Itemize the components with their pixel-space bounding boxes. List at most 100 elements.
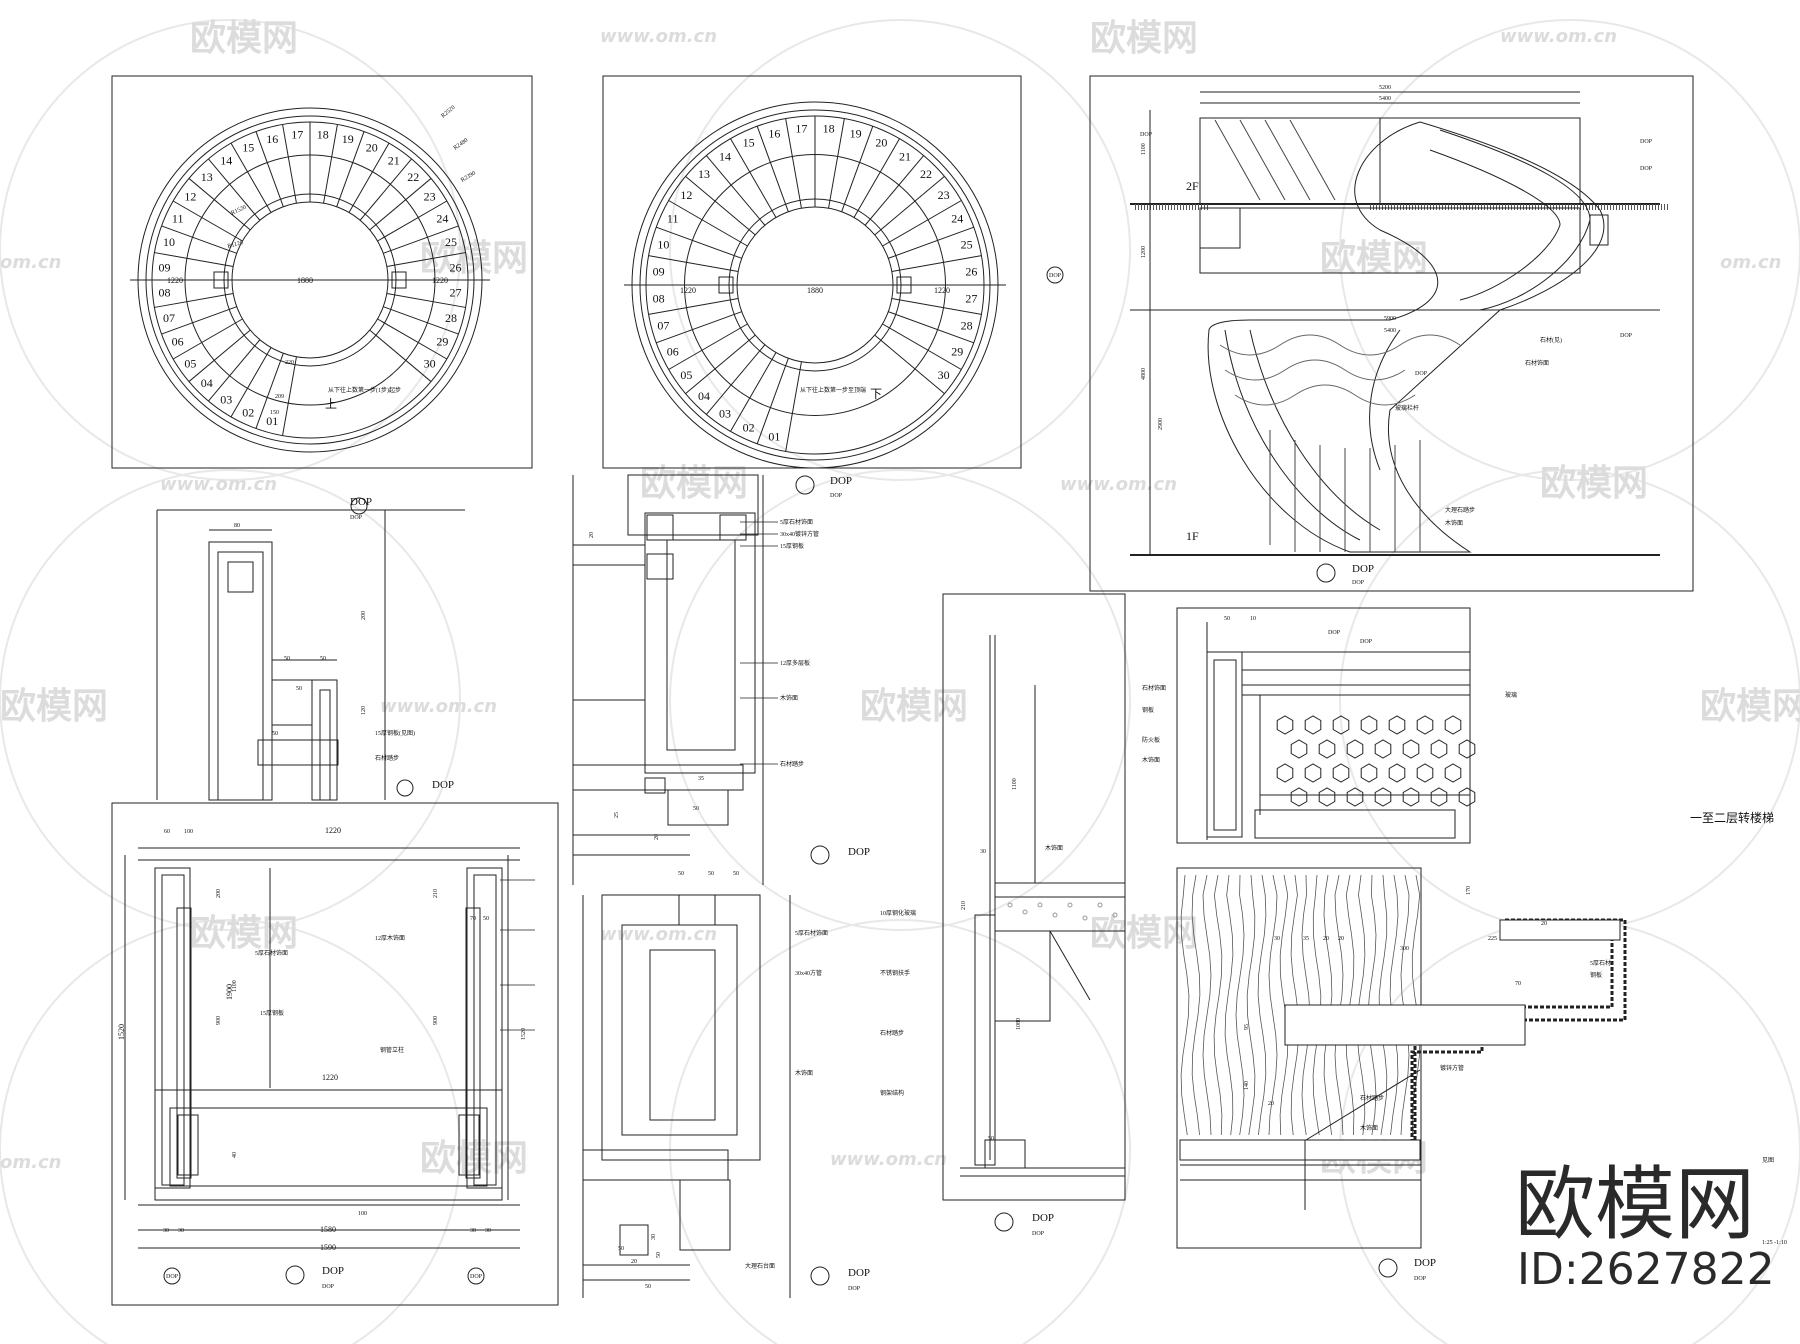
watermark-brand: 欧模网	[1090, 18, 1198, 59]
elevation-dim: 5400	[1384, 328, 1396, 334]
plan-right-dim-left: 1220	[680, 286, 696, 295]
detail-a-dim: 80	[234, 523, 240, 529]
step-number: 18	[317, 128, 329, 142]
step-number: 06	[667, 344, 679, 358]
elevation-height: 1200	[1141, 246, 1147, 258]
section-note: 5厚石材饰面	[255, 949, 288, 957]
section-right-tag: DOP	[470, 1274, 483, 1280]
step-number: 25	[961, 237, 973, 251]
section-dim: 30	[485, 1228, 491, 1234]
detail-b-title-bubble	[795, 475, 815, 495]
watermark-brand: 欧模网	[1090, 913, 1198, 954]
step-number: 09	[159, 260, 171, 274]
detail-a-dim: 50	[284, 656, 290, 662]
detail-a-title: DOP	[350, 496, 372, 508]
detail-c-dim: 50	[645, 1284, 651, 1290]
step-number: 01	[768, 430, 780, 444]
detail-e-note: 石材饰面	[1142, 684, 1166, 692]
plan-right-tag: DOP	[1049, 273, 1062, 279]
plan-left-dim-center: 1880	[297, 276, 313, 285]
detail-b-sub: DOP	[830, 493, 843, 499]
section-dim: 30	[163, 1228, 169, 1234]
detail-f-dim: 35	[1303, 936, 1309, 942]
detail-f-note: 钢板	[1590, 971, 1602, 979]
detail-b-title: DOP	[830, 475, 852, 487]
detail-f-note: 木饰面	[1360, 1124, 1378, 1132]
detail-f-dim: 70	[1515, 981, 1521, 987]
detail-f-dim: 300	[1400, 946, 1409, 952]
detail-f: 300 30 35 20 20 70 95 140 225 20 170 20 …	[1179, 874, 1787, 1282]
detail-f-dim: 20	[1268, 1101, 1274, 1107]
step-number: 14	[719, 149, 731, 163]
step-number: 14	[220, 153, 232, 167]
detail-d-dim: 30	[980, 849, 986, 855]
step-number: 02	[743, 420, 755, 434]
step-number: 20	[366, 141, 378, 155]
step-number: 29	[951, 344, 963, 358]
step-number: 26	[965, 264, 977, 278]
detail-c-note: 大理石台面	[745, 1262, 775, 1270]
step-number: 08	[653, 292, 665, 306]
step-number: 11	[172, 211, 184, 225]
section-left-tag: DOP	[166, 1274, 179, 1280]
step-number: 17	[291, 128, 303, 142]
plan-right-note: 从下往上数第一步至顶端	[800, 386, 866, 394]
section-dim: 30	[470, 1228, 476, 1234]
detail-c-dim: 50	[656, 1252, 662, 1258]
elevation-tag: DOP	[1415, 371, 1428, 377]
detail-e-note: 木饰面	[1142, 756, 1160, 764]
detail-d-dim: 210	[961, 901, 967, 910]
step-number: 15	[242, 141, 254, 155]
section-dim: 900	[216, 1016, 222, 1025]
detail-a-note: 15厚钢板(见图)	[375, 729, 415, 737]
detail-a-dim: 50	[296, 686, 302, 692]
detail-f-side-note: 见图	[1762, 1157, 1774, 1164]
watermark-brand: 欧模网	[1320, 238, 1428, 279]
detail-b: 20 25 50 50 20 35 50 50 5厚石材饰面 30x40镀锌方管…	[572, 474, 870, 885]
plan-left-small-dim: 220	[285, 360, 294, 366]
step-number: 21	[388, 153, 400, 167]
elevation-title-bubble	[1316, 563, 1336, 583]
watermark-url: www.om.cn	[1500, 26, 1617, 47]
elevation-height: 4800	[1141, 368, 1147, 380]
watermark-brand: 欧模网	[640, 463, 748, 504]
elevation-dim: 5400	[1379, 96, 1391, 102]
step-number: 10	[657, 237, 669, 251]
detail-e-title: DOP	[1328, 630, 1341, 636]
section-dim: 50	[483, 916, 489, 922]
detail-a-dim: 200	[361, 611, 367, 620]
stair-elevation: 5200 5400 5900 5400 2F 1F 1100 1200 4800…	[1130, 85, 1670, 586]
watermarks: 欧模网 www.om.cn 欧模网 www.om.cn om.cn 欧模网 欧模…	[0, 18, 1800, 1344]
section-dim: 40	[232, 1152, 238, 1158]
elevation-note: 石材饰面	[1525, 359, 1549, 367]
detail-f-dim: 20	[1338, 936, 1344, 942]
detail-d: 1100 30 210 1080 50 10厚钢化玻璃 不锈钢扶手 石材踏步 钢…	[880, 635, 1126, 1237]
detail-f-dim: 30	[1274, 936, 1280, 942]
detail-b-dim: 25	[614, 812, 620, 818]
plan-left-small-dim: 209	[275, 394, 284, 400]
elevation-title: DOP	[1352, 563, 1374, 575]
step-number: 05	[184, 357, 196, 371]
elevation-height: 2900	[1158, 418, 1164, 430]
plan-right-direction: 下	[870, 387, 882, 401]
watermark-url: om.cn	[0, 252, 61, 273]
section-leaders	[500, 879, 535, 1031]
step-number: 16	[768, 126, 780, 140]
detail-f-sub: DOP	[1414, 1276, 1427, 1282]
plan-right-dim-right: 1220	[934, 286, 950, 295]
plan-left-radius: R2390	[460, 171, 477, 184]
watermark-url: www.om.cn	[160, 474, 277, 495]
plan-left-dim-right: 1220	[432, 276, 448, 285]
detail-f-note: 镀锌方管	[1440, 1064, 1464, 1072]
floor-label-2f: 2F	[1186, 179, 1199, 193]
detail-c-note: 30x40方管	[795, 969, 822, 977]
detail-c-dim: 30	[651, 1234, 657, 1240]
elevation-tag: DOP	[1640, 139, 1653, 145]
step-number: 02	[242, 405, 254, 419]
step-number: 30	[424, 357, 436, 371]
detail-f-note: 石材踏步	[1360, 1094, 1384, 1102]
detail-b-dim: 50	[708, 871, 714, 877]
detail-e-note: 防火板	[1142, 736, 1160, 744]
detail-e-sub: DOP	[1360, 639, 1373, 645]
